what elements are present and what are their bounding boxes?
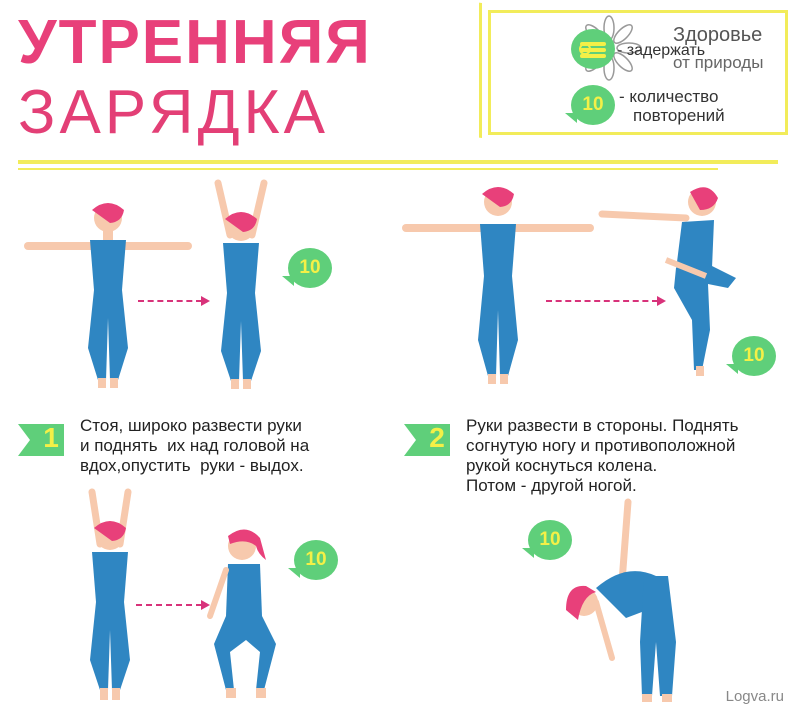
reps-label-1: - количество bbox=[619, 87, 719, 106]
logo-text-2: от природы bbox=[673, 53, 764, 72]
step-1-marker-icon bbox=[18, 424, 64, 456]
reps-label-2: повторений bbox=[633, 106, 725, 125]
exercise-2-figure-a bbox=[402, 187, 594, 384]
step-2-marker-icon bbox=[404, 424, 450, 456]
exercise-1-figure-a bbox=[24, 203, 192, 388]
step-2-number: 2 bbox=[429, 422, 445, 453]
exercise-1-reps-badge: 10 bbox=[282, 248, 332, 288]
step-2-text: Руки развести в стороны. Поднять согнуту… bbox=[466, 416, 739, 495]
watermark: Logva.ru bbox=[725, 688, 784, 705]
page-title: УТРЕННЯЯ bbox=[18, 8, 372, 77]
exercise-4-figure bbox=[566, 498, 676, 702]
exercise-2-figure-b bbox=[598, 187, 736, 376]
divider-top bbox=[18, 160, 778, 164]
logo-text-1: Здоровье bbox=[673, 24, 763, 46]
exercise-4-reps-badge: 10 bbox=[522, 520, 572, 560]
legend-box: Здоровье от природы - задержать 10 - кол… bbox=[488, 10, 788, 135]
arrow-3a bbox=[136, 600, 210, 610]
hold-label: - задержать bbox=[617, 42, 706, 59]
exercise-3-figure-b bbox=[207, 529, 276, 698]
exercise-3-reps-badge: 10 bbox=[288, 540, 338, 580]
step-1-text: Стоя, широко развести руки и поднять их … bbox=[80, 416, 310, 475]
divider-top-thin bbox=[18, 168, 718, 170]
arrow-1a bbox=[138, 296, 210, 306]
step-1-number: 1 bbox=[43, 422, 59, 453]
arrow-2a bbox=[546, 296, 666, 306]
exercise-2-reps-badge: 10 bbox=[726, 336, 776, 376]
exercise-1-figure-b bbox=[214, 179, 268, 389]
page-subtitle: ЗАРЯДКА bbox=[18, 78, 330, 147]
exercise-3-figure-a bbox=[88, 488, 132, 700]
hold-icon bbox=[571, 29, 615, 69]
reps-badge-icon: 10 bbox=[565, 85, 615, 125]
